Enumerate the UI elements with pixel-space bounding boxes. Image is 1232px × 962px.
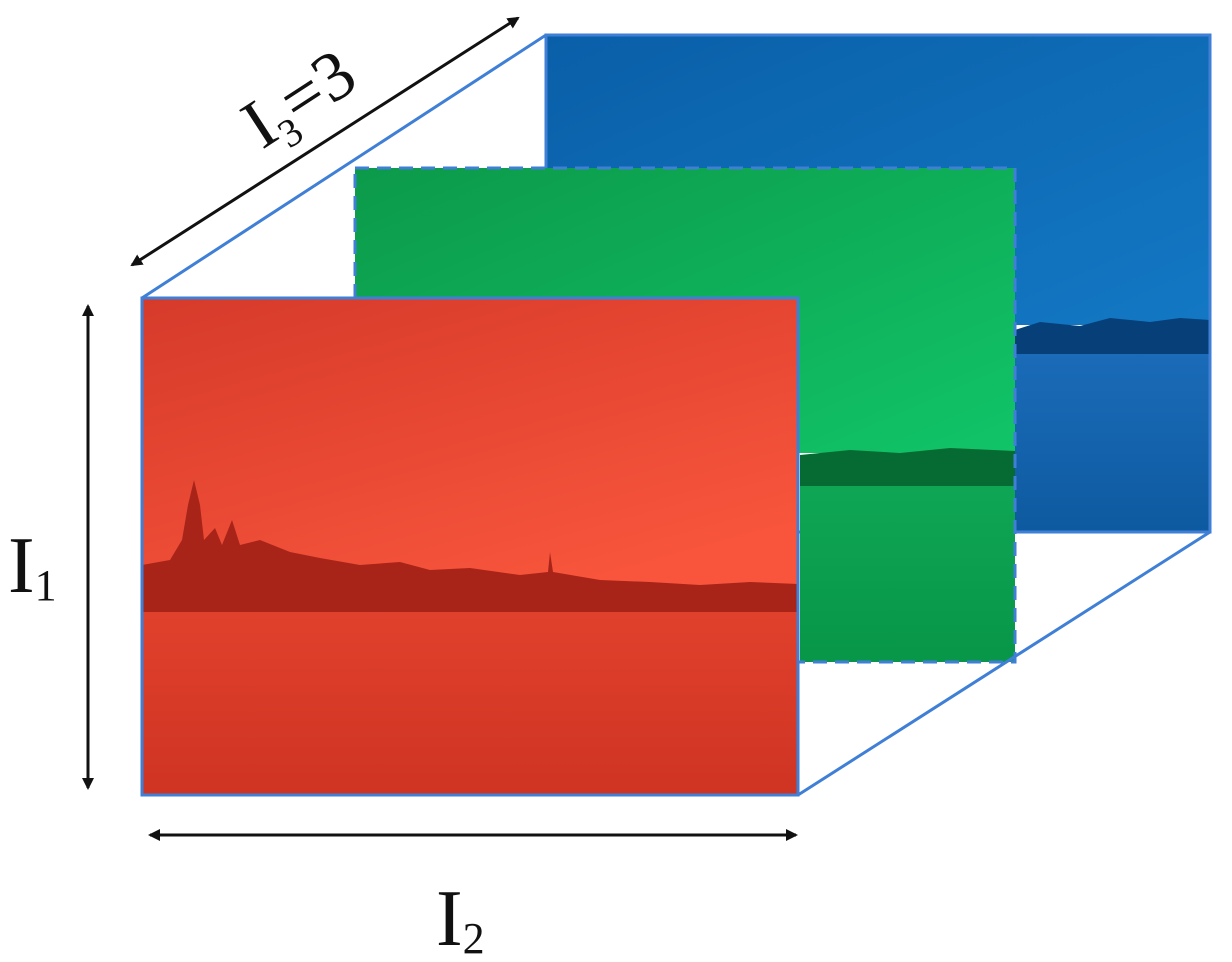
- blue-channel-water: [1015, 354, 1210, 532]
- red-channel-skyline: [142, 480, 798, 615]
- height-label: I1: [8, 522, 57, 610]
- depth-arrow: [130, 16, 520, 267]
- width-label: I2: [436, 875, 485, 962]
- blue-channel-treeline: [1015, 318, 1210, 356]
- dimension-arrows: [82, 16, 798, 841]
- depth-label: I3=3: [229, 35, 374, 170]
- green-channel-water: [800, 486, 1015, 662]
- red-channel-water: [142, 612, 798, 795]
- red-channel-layer: [140, 296, 800, 797]
- green-channel-treeline: [800, 448, 1015, 488]
